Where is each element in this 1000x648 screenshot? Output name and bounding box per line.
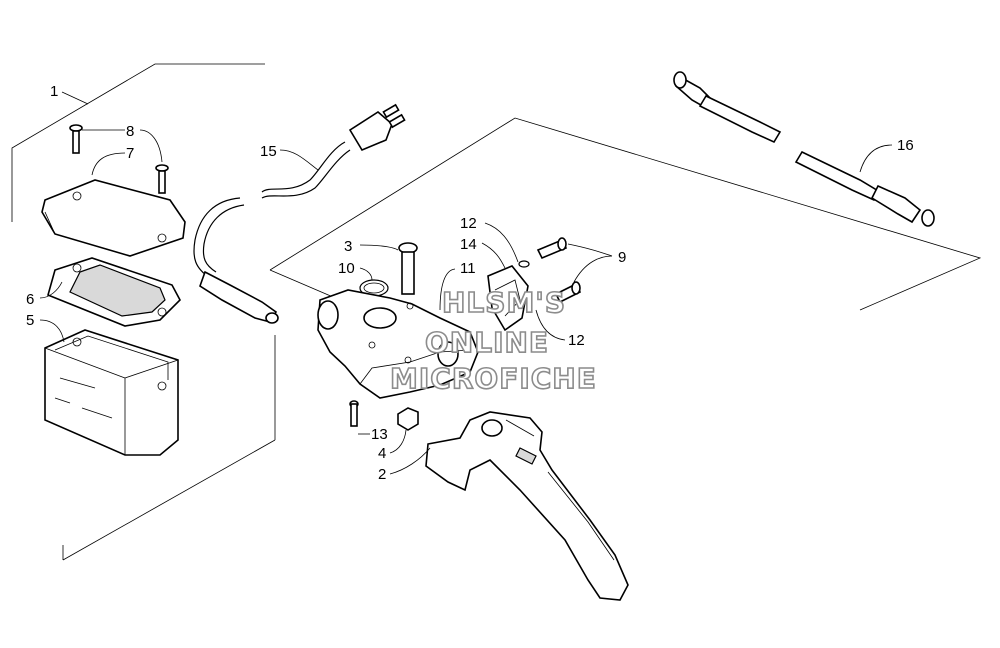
master-cylinder-body [317,289,479,399]
pivot-screw [398,242,418,295]
callout-labels: 1 2 3 4 5 6 7 8 9 10 11 12 12 13 14 15 1… [26,83,914,483]
watermark-line-1: HLSM'S [442,286,566,319]
lever-nut [397,407,419,431]
switch-bracket [487,265,529,332]
callout-13: 13 [371,426,388,443]
watermark: HLSM'S ONLINE MICROFICHE [389,285,597,396]
callout-6: 6 [26,291,34,308]
callout-12-lower: 12 [568,332,585,349]
brake-lever [425,411,629,601]
callout-11: 11 [460,260,476,277]
cable-assembly [673,71,935,227]
reservoir-cap-screws [69,124,169,194]
small-washer [518,260,530,268]
watermark-line-2: ONLINE [425,326,549,359]
callout-2: 2 [378,466,386,483]
callout-3: 3 [344,238,352,255]
leader-lines [39,129,893,475]
callout-16: 16 [897,137,914,154]
bracket-screws [536,237,582,304]
lever-group-frame [269,117,982,311]
watermark-line-3: MICROFICHE [390,362,597,395]
callout-4: 4 [378,445,386,462]
brake-switch-harness [193,103,406,324]
callout-1: 1 [50,83,58,100]
reservoir-diaphragm [47,257,181,327]
callout-14: 14 [460,236,477,253]
callout-7: 7 [126,145,134,162]
reservoir-group-frame [11,63,276,561]
reservoir-body [44,329,179,456]
callout-10: 10 [338,260,355,277]
callout-12-upper: 12 [460,215,477,232]
reservoir-cover [41,179,186,257]
callout-9: 9 [618,249,626,266]
callout-5: 5 [26,312,34,329]
callout-15: 15 [260,143,277,160]
callout-8: 8 [126,123,134,140]
adjuster-screw [349,400,359,427]
